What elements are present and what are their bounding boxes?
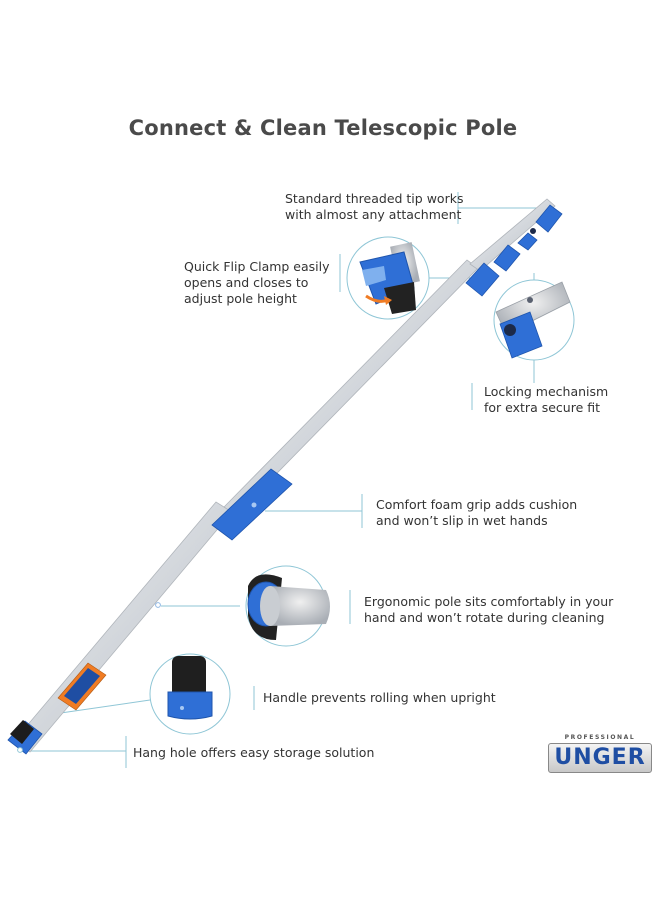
callout-ergonomic: Ergonomic pole sits comfortably in your … — [364, 594, 613, 626]
callout-grip: Comfort foam grip adds cushion and won’t… — [376, 497, 577, 529]
clamp-detail-circle — [346, 236, 430, 320]
callout-clamp-line2: opens and closes to — [184, 275, 309, 290]
upper-collar — [493, 244, 521, 272]
grip-dot — [251, 502, 257, 508]
callout-tip-line1: Standard threaded tip works — [285, 191, 464, 206]
unger-logo: PROFESSIONAL UNGER — [548, 733, 652, 775]
logo-professional-text: PROFESSIONAL — [564, 734, 636, 741]
page-title: Connect & Clean Telescopic Pole — [128, 116, 518, 140]
locking-detail-circle — [493, 279, 575, 361]
pole-hole — [155, 602, 161, 608]
hang-hole — [17, 747, 23, 753]
callout-hang-line1: Hang hole offers easy storage solution — [133, 745, 375, 760]
callout-locking: Locking mechanism for extra secure fit — [484, 384, 608, 416]
callout-clamp: Quick Flip Clamp easily opens and closes… — [184, 259, 330, 307]
handle-detail-circle — [149, 653, 231, 735]
callout-tip-line2: with almost any attachment — [285, 207, 462, 222]
callout-grip-line2: and won’t slip in wet hands — [376, 513, 548, 528]
threaded-tip — [535, 204, 563, 233]
callout-clamp-line3: adjust pole height — [184, 291, 297, 306]
callout-ergonomic-line2: hand and won’t rotate during cleaning — [364, 610, 605, 625]
telescopic-pole — [7, 198, 563, 755]
callout-hang: Hang hole offers easy storage solution — [133, 745, 374, 761]
callout-handle-line1: Handle prevents rolling when upright — [263, 690, 496, 705]
callout-clamp-line1: Quick Flip Clamp easily — [184, 259, 330, 274]
clamp-collar — [465, 262, 500, 297]
pole-upper-section — [469, 198, 556, 272]
tip-lock-dot — [530, 228, 536, 234]
callout-lines — [22, 192, 548, 768]
callout-locking-line2: for extra secure fit — [484, 400, 601, 415]
upper-collar-2 — [517, 232, 538, 251]
callout-grip-line1: Comfort foam grip adds cushion — [376, 497, 578, 512]
logo-brand-text: UNGER — [548, 743, 652, 773]
callout-tip: Standard threaded tip works with almost … — [285, 191, 463, 223]
label-sticker-inner — [64, 668, 100, 704]
callout-ergonomic-line1: Ergonomic pole sits comfortably in your — [364, 594, 614, 609]
handle-black-grip — [10, 720, 34, 744]
ergonomic-detail-circle — [245, 565, 330, 647]
callout-handle: Handle prevents rolling when upright — [263, 690, 496, 706]
callout-locking-line1: Locking mechanism — [484, 384, 609, 399]
